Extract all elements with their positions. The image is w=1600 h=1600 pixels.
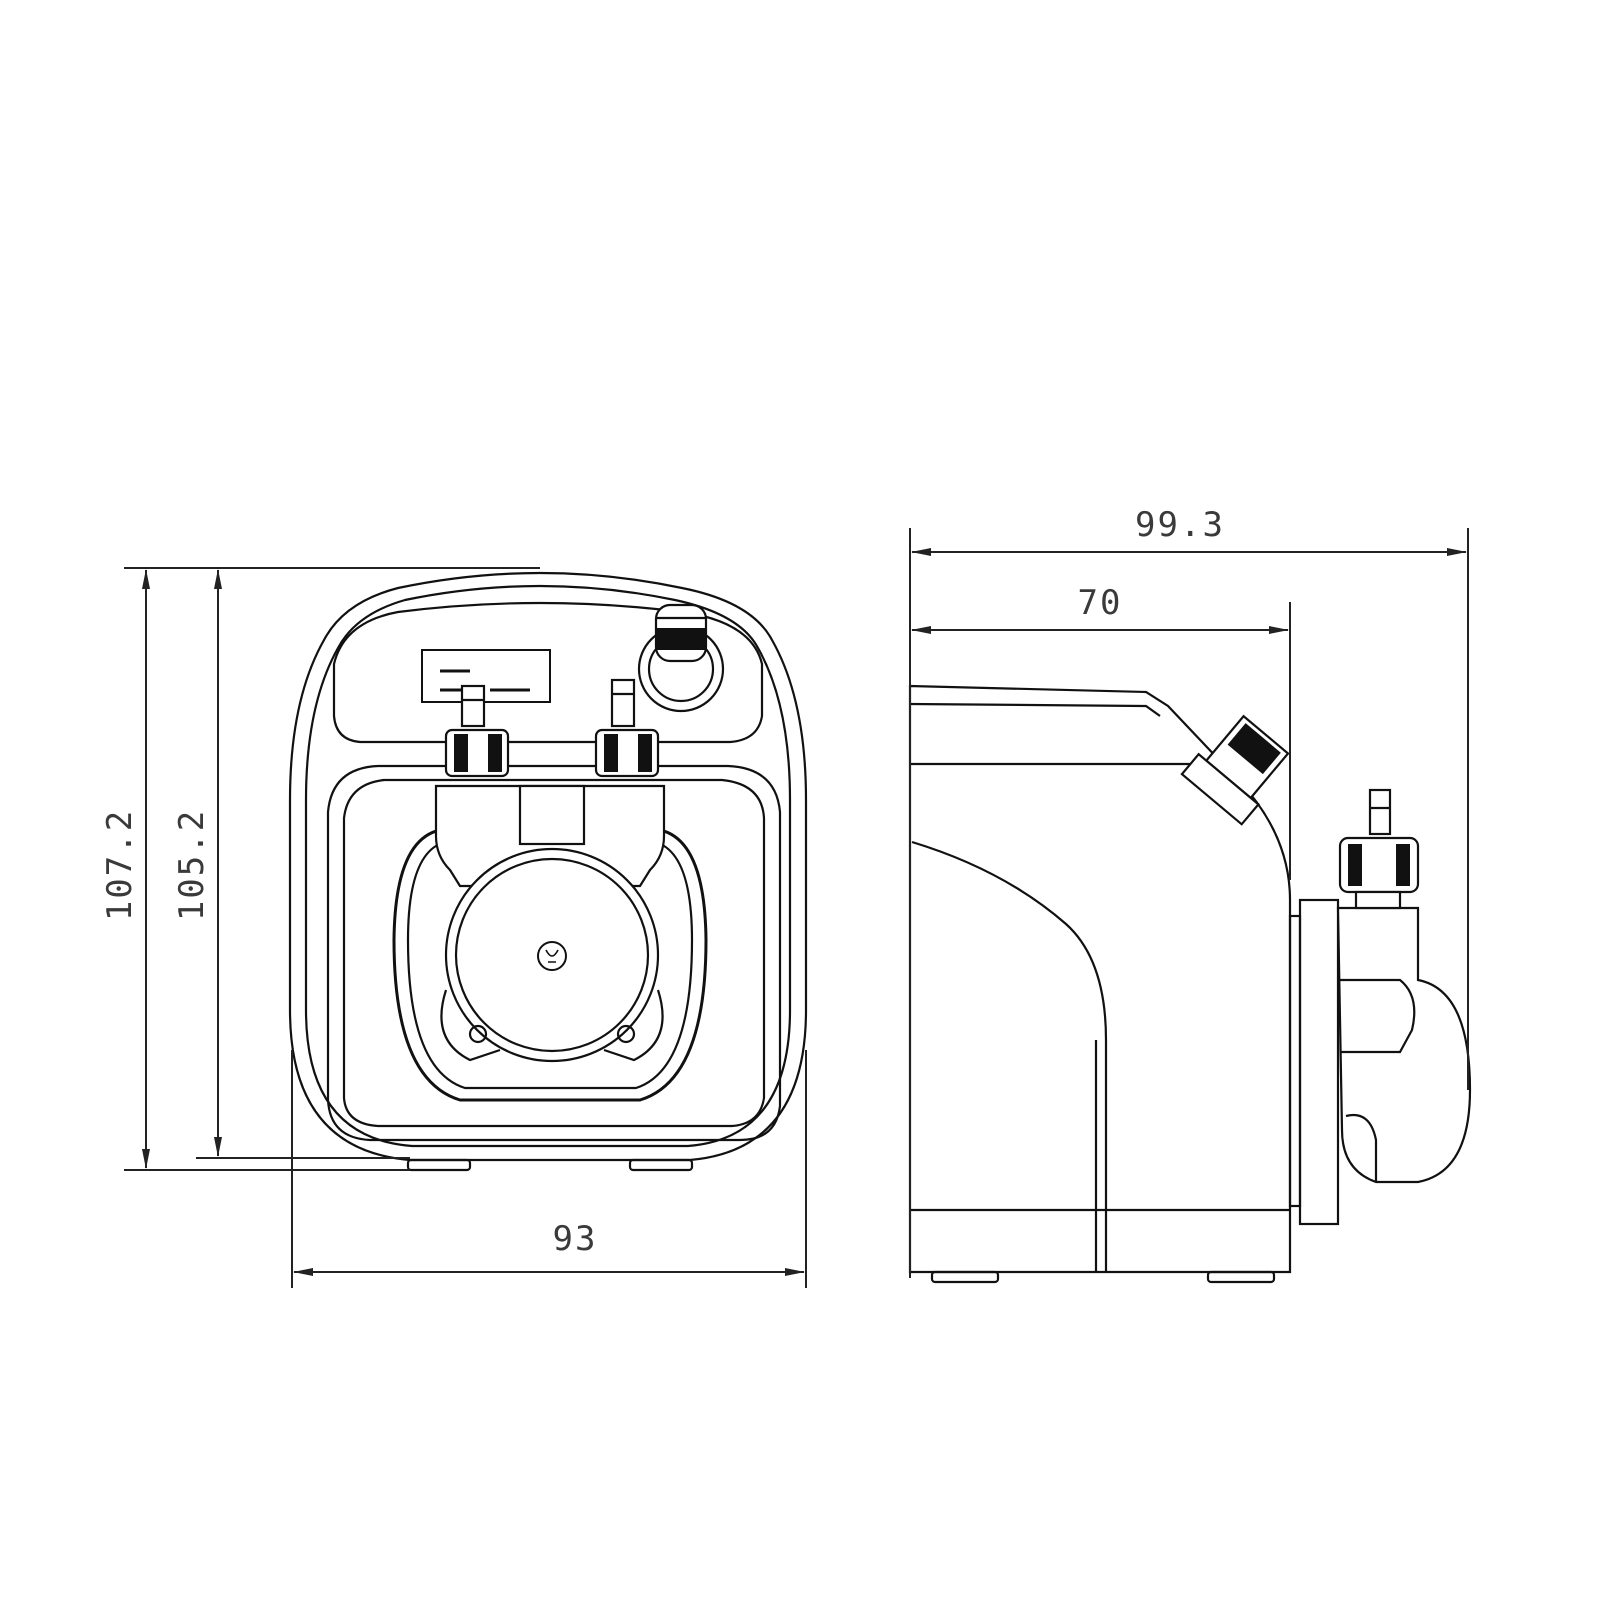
brand-logo-icon <box>537 941 567 971</box>
side-foot-left <box>930 1270 1000 1284</box>
front-foot-right <box>628 1158 694 1172</box>
pump-head-recess <box>392 828 708 1102</box>
side-foot-right <box>1206 1270 1276 1284</box>
pump-rotor-cover <box>444 847 660 1063</box>
front-window-outer <box>326 764 782 1142</box>
front-housing-inner <box>304 584 792 1148</box>
front-dimensions <box>124 567 807 1288</box>
side-knob-icon <box>1180 714 1290 826</box>
outlet-fitting-icon <box>594 678 660 778</box>
front-window-inner <box>342 778 766 1128</box>
dim-front-width: 93 <box>553 1219 598 1259</box>
dim-front-body-height: 105.2 <box>172 809 212 921</box>
front-view <box>288 571 808 1172</box>
dim-side-body-depth: 70 <box>1078 583 1123 623</box>
front-foot-left <box>406 1158 472 1172</box>
side-dimensions <box>909 528 1469 1278</box>
dim-front-total-height: 107.2 <box>100 809 140 921</box>
inlet-fitting-icon <box>444 684 510 778</box>
front-control-panel <box>332 601 764 744</box>
dim-side-total-depth: 99.3 <box>1135 505 1225 545</box>
side-fitting-icon <box>1338 788 1420 910</box>
label-plate <box>421 649 551 703</box>
side-view <box>908 684 1472 1284</box>
speed-knob-icon <box>637 603 725 713</box>
side-pump-plate <box>1298 898 1340 1226</box>
side-housing-curve <box>911 840 1108 1272</box>
front-housing-outer <box>288 571 808 1162</box>
